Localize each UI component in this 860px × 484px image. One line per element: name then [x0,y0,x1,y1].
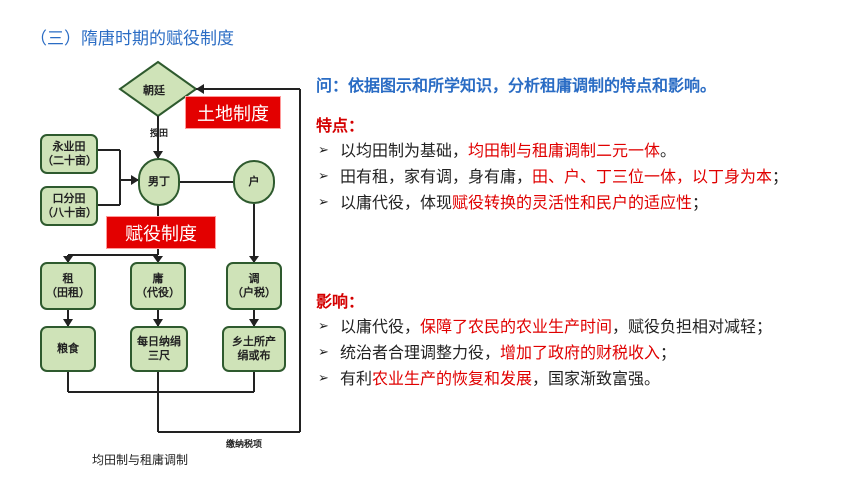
feature-2-end: ； [772,167,789,186]
effect-2-text: 统治者合理调整力役， [340,343,501,362]
feature-1-end: 。 [660,141,677,160]
list-item: ➢ 以庸代役，体现赋役转换的灵活性和民户的适应性； [316,190,852,216]
bullet-arrow-icon: ➢ [318,345,329,360]
effect-1-highlight: 保障了农民的农业生产时间 [420,317,613,336]
yong-desc: （代役） [136,286,180,299]
grain-node: 粮食 [40,326,96,372]
zu-node: 租 （田租） [40,262,96,310]
list-item: ➢ 统治者合理调整力役，增加了政府的财税收入； [316,340,852,366]
effects-heading: 影响： [316,292,365,311]
yongye-field-node: 永业田 （二十亩） [40,134,98,174]
household-node: 户 [233,160,275,204]
land-system-label: 土地制度 [185,96,281,129]
household-label: 户 [248,175,260,188]
grain-label: 粮食 [57,342,79,355]
adult-male-label: 男丁 [148,175,170,188]
flowchart-connectors [63,60,301,433]
local-produce-line-2: 绢或布 [237,349,271,362]
section-title: （三）隋唐时期的赋役制度 [30,29,234,49]
effect-2-highlight: 增加了政府的财税收入 [500,343,661,362]
local-produce-node: 乡土所产 绢或布 [222,326,286,372]
silk-line-1: 每日纳绢 [137,335,181,348]
bullet-arrow-icon: ➢ [318,169,329,184]
effects-list: ➢ 以庸代役，保障了农民的农业生产时间，赋役负担相对减轻； ➢ 统治者合理调整力役，… [316,314,852,392]
feature-3-end: ； [692,193,709,212]
adult-male-node: 男丁 [138,158,180,206]
yong-node: 庸 （代役） [130,262,186,310]
bullet-arrow-icon: ➢ [318,319,329,334]
koufen-field-node: 口分田 （八十亩） [40,186,98,226]
feature-3-text: 以庸代役，体现 [340,193,453,212]
bullet-arrow-icon: ➢ [318,195,329,210]
diagram-caption: 均田制与租庸调制 [92,453,189,467]
list-item: ➢ 以庸代役，保障了农民的农业生产时间，赋役负担相对减轻； [316,314,852,340]
features-list: ➢ 以均田制为基础，均田制与租庸调制二元一体。 ➢ 田有租，家有调，身有庸，田、户、… [316,138,852,216]
diao-node: 调 （户税） [226,262,282,310]
features-heading: 特点： [316,116,365,135]
koufen-field-name: 口分田 [52,192,86,205]
zu-label: 租 [62,272,74,285]
effect-1-text: 以庸代役， [340,317,421,336]
feature-1-highlight: 均田制与租庸调制二元一体 [468,141,661,160]
bullet-arrow-icon: ➢ [318,371,329,386]
grant-label: 授田 [150,129,169,139]
yongye-field-name: 永业田 [52,140,86,153]
yong-label: 庸 [152,272,164,285]
effect-3-end: ，国家渐致富强。 [532,369,661,388]
koufen-field-size: （八十亩） [42,206,97,219]
list-item: ➢ 以均田制为基础，均田制与租庸调制二元一体。 [316,138,852,164]
effect-1-end: ，赋役负担相对减轻； [612,317,773,336]
zu-desc: （田租） [46,286,90,299]
feature-1-text: 以均田制为基础， [340,141,469,160]
pay-tax-label: 缴纳税项 [226,440,263,450]
diao-label: 调 [248,272,260,285]
list-item: ➢ 有利农业生产的恢复和发展，国家渐致富强。 [316,366,852,392]
local-produce-line-1: 乡土所产 [232,335,276,348]
feature-3-highlight: 赋役转换的灵活性和民户的适应性 [452,193,693,212]
feature-2-highlight: 田、户、丁三位一体，以丁身为本 [532,167,773,186]
diao-desc: （户税） [232,286,276,299]
yongye-field-size: （二十亩） [42,154,97,167]
effect-3-highlight: 农业生产的恢复和发展 [372,369,533,388]
silk-line-2: 三尺 [148,349,170,362]
effect-2-end: ； [660,343,677,362]
tax-system-label: 赋役制度 [106,216,216,249]
question-text: 问：依据图示和所学知识，分析租庸调制的特点和影响。 [316,76,717,95]
effect-3-text: 有利 [340,369,373,388]
feature-2-text: 田有租，家有调，身有庸， [340,167,533,186]
bullet-arrow-icon: ➢ [318,143,329,158]
court-node-label: 朝廷 [143,84,165,97]
list-item: ➢ 田有租，家有调，身有庸，田、户、丁三位一体，以丁身为本； [316,164,852,190]
silk-node: 每日纳绢 三尺 [130,326,188,372]
